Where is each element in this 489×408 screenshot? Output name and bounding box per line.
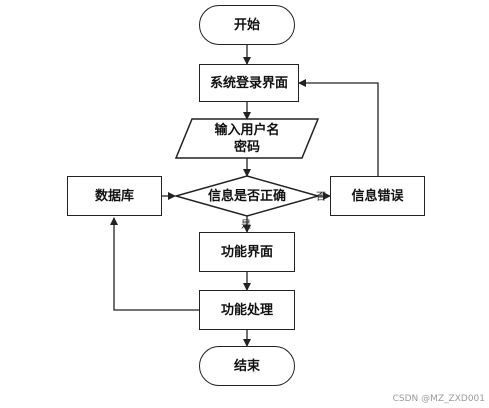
start-label: 开始	[233, 17, 260, 33]
end-terminal: 结束	[199, 346, 295, 386]
check-label: 信息是否正确	[207, 188, 286, 204]
function-ui-label: 功能界面	[220, 244, 273, 260]
input-label-line1: 输入用户名	[214, 123, 280, 138]
function-proc-label: 功能处理	[220, 302, 273, 318]
error-label: 信息错误	[351, 188, 404, 204]
watermark: CSDN @MZ_ZXD001	[392, 394, 485, 404]
arrow-error-login	[298, 79, 379, 176]
database-label: 数据库	[94, 188, 134, 204]
no-branch-label: 否	[316, 192, 326, 203]
error-box: 信息错误	[330, 176, 425, 216]
arrow-proc-database	[110, 217, 199, 311]
check-text: 信息是否正确	[190, 186, 304, 206]
end-label: 结束	[233, 358, 260, 374]
database-box: 数据库	[67, 176, 162, 216]
input-label-line2: 密码	[233, 140, 260, 155]
input-credentials-text: 输入用户名 密码	[190, 120, 304, 158]
login-screen-box: 系统登录界面	[199, 64, 299, 102]
login-label: 系统登录界面	[209, 75, 288, 91]
check-diamond	[173, 175, 321, 217]
yes-branch-label: 是	[241, 220, 251, 231]
function-ui-box: 功能界面	[199, 232, 295, 272]
function-proc-box: 功能处理	[199, 290, 295, 330]
start-terminal: 开始	[199, 5, 295, 45]
input-shape	[174, 118, 320, 159]
